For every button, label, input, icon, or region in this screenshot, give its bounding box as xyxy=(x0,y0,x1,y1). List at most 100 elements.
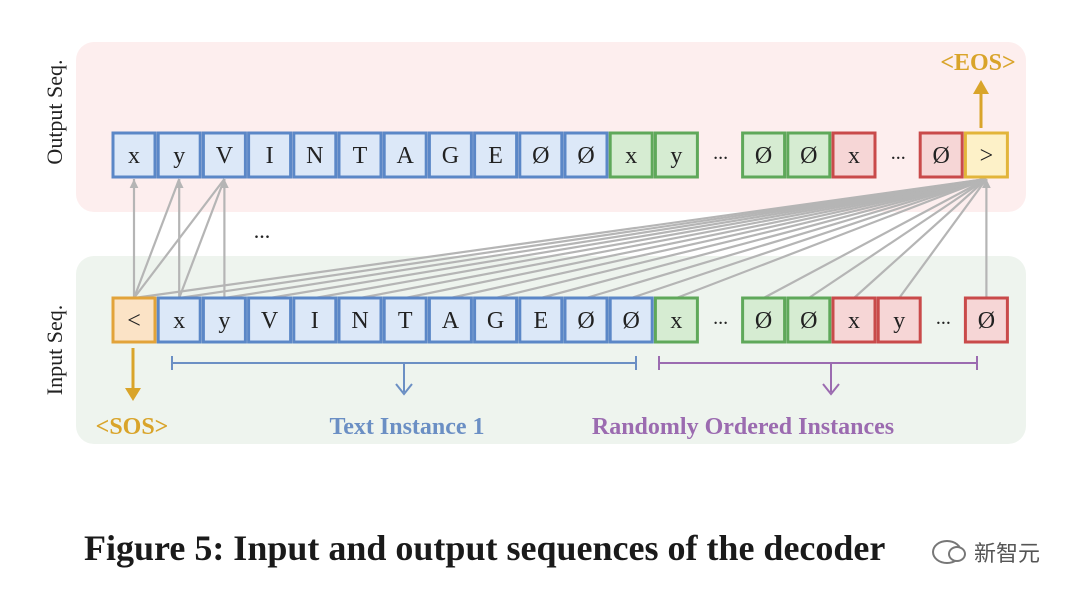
attention-arrow xyxy=(853,178,988,299)
output-token-box xyxy=(337,131,383,179)
output-token-box xyxy=(382,131,428,179)
attention-arrow xyxy=(133,178,226,299)
input-token-box xyxy=(786,296,832,344)
text-instance-label: Text Instance 1 xyxy=(329,414,484,440)
output-token-box xyxy=(201,131,247,179)
output-token-box xyxy=(427,131,473,179)
output-token-box xyxy=(292,131,338,179)
input-token-box xyxy=(653,296,699,344)
output-token-text: Ø xyxy=(577,143,594,169)
input-token-box xyxy=(963,296,1009,344)
output-token-text: N xyxy=(306,143,323,169)
output-token-box xyxy=(247,131,293,179)
output-token-box xyxy=(518,131,564,179)
input-token-text: A xyxy=(442,308,460,334)
output-token-box xyxy=(608,131,654,179)
output-token-text: Ø xyxy=(755,143,772,169)
attention-arrow xyxy=(269,177,987,300)
random-instances-bracket xyxy=(658,356,978,396)
eos-token-label: <EOS> xyxy=(940,50,1015,76)
attention-arrow xyxy=(224,177,987,300)
attention-arrowhead xyxy=(174,179,184,189)
attention-arrow xyxy=(132,178,181,299)
attention-arrowhead xyxy=(982,179,991,189)
attention-arrows xyxy=(129,177,991,300)
input-token-text: Ø xyxy=(577,308,594,334)
attention-arrow xyxy=(404,177,987,300)
input-token-text: Ø xyxy=(623,308,640,334)
input-token-box xyxy=(741,296,787,344)
output-token-box xyxy=(156,131,202,179)
input-token-text: y xyxy=(218,308,230,334)
watermark: 新智元 xyxy=(932,536,1040,568)
output-ellipsis: ... xyxy=(891,142,906,164)
output-token-box xyxy=(831,131,877,179)
input-token-text: x xyxy=(670,308,682,334)
output-token-box xyxy=(473,131,519,179)
attention-arrow xyxy=(178,178,226,299)
random-instances-label: Randomly Ordered Instances xyxy=(592,414,894,440)
attention-arrow xyxy=(763,178,987,299)
input-token-text: G xyxy=(487,308,504,334)
input-token-box xyxy=(292,296,338,344)
output-token-box xyxy=(786,131,832,179)
input-token-box xyxy=(156,296,202,344)
output-token-text: y xyxy=(670,143,682,169)
attention-arrow xyxy=(450,177,987,300)
watermark-text: 新智元 xyxy=(974,542,1041,567)
input-ellipsis: ... xyxy=(713,307,728,329)
input-token-text: I xyxy=(311,308,319,334)
eos-arrowhead xyxy=(973,80,989,94)
input-token-text: E xyxy=(533,308,548,334)
output-token-box xyxy=(918,131,964,179)
output-token-text: > xyxy=(980,143,994,169)
input-token-text: x xyxy=(848,308,860,334)
attention-arrow xyxy=(898,178,988,299)
input-token-box xyxy=(608,296,654,344)
output-seq-label: Output Seq. xyxy=(42,59,67,164)
input-token-box xyxy=(382,296,428,344)
output-token-text: V xyxy=(216,143,234,169)
attention-arrow xyxy=(314,177,987,300)
input-token-text: N xyxy=(351,308,368,334)
input-token-box xyxy=(427,296,473,344)
output-ellipsis: ... xyxy=(713,142,728,164)
input-token-box xyxy=(111,296,157,344)
attention-arrow xyxy=(808,178,988,299)
sos-token-label: <SOS> xyxy=(96,414,169,440)
input-token-box xyxy=(831,296,877,344)
input-token-text: V xyxy=(261,308,279,334)
text-instance-bracket xyxy=(171,356,637,396)
output-token-box xyxy=(563,131,609,179)
attention-arrowhead xyxy=(129,179,139,189)
attention-arrow xyxy=(676,177,987,300)
output-token-text: Ø xyxy=(532,143,549,169)
output-token-text: Ø xyxy=(933,143,950,169)
input-token-box xyxy=(563,296,609,344)
output-token-text: Ø xyxy=(800,143,817,169)
output-token-text: y xyxy=(173,143,185,169)
input-token-text: T xyxy=(398,308,413,334)
input-token-box xyxy=(518,296,564,344)
input-token-box xyxy=(876,296,922,344)
input-token-text: y xyxy=(893,308,905,334)
attention-arrow xyxy=(585,177,987,300)
attention-arrow xyxy=(630,177,987,300)
attention-arrow xyxy=(495,177,987,300)
input-token-box xyxy=(473,296,519,344)
output-token-text: x xyxy=(625,143,637,169)
attention-arrow xyxy=(359,177,987,300)
input-token-text: Ø xyxy=(800,308,817,334)
attention-arrow xyxy=(540,177,987,300)
output-token-text: G xyxy=(442,143,459,169)
middle-ellipsis: ... xyxy=(254,218,271,243)
input-seq-label: Input Seq. xyxy=(42,305,67,395)
wechat-logo-icon xyxy=(932,540,966,564)
input-token-box xyxy=(201,296,247,344)
output-token-box xyxy=(741,131,787,179)
output-token-text: A xyxy=(397,143,415,169)
input-token-text: Ø xyxy=(978,308,995,334)
attention-arrowhead xyxy=(220,179,229,189)
